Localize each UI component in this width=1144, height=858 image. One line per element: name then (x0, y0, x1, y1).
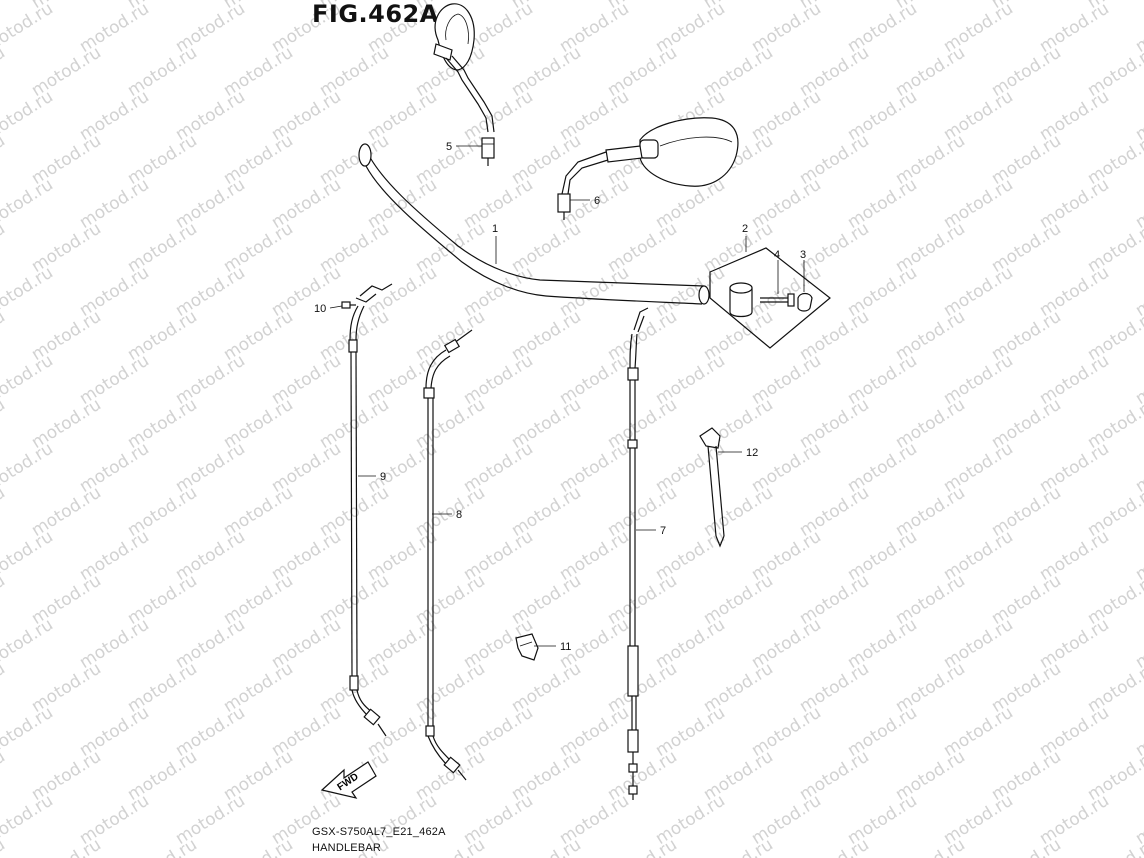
figure-title: FIG.462A (312, 0, 439, 28)
callout-2: 2 (742, 223, 748, 235)
callout-5: 5 (446, 141, 452, 153)
leader-lines (329, 145, 805, 647)
screw-part-10[interactable] (341, 301, 356, 309)
handlebar[interactable] (358, 143, 710, 305)
left-mirror[interactable] (433, 3, 495, 166)
right-mirror[interactable] (557, 117, 739, 220)
callout-4: 4 (774, 249, 780, 261)
callout-12: 12 (746, 447, 758, 459)
cable-tie-part-12[interactable] (699, 427, 725, 548)
callout-8: 8 (456, 509, 462, 521)
section-name: HANDLEBAR (312, 842, 382, 854)
fwd-arrow: FWD (320, 761, 377, 799)
callout-3: 3 (800, 249, 806, 261)
model-code: GSX-S750AL7_E21_462A (312, 826, 446, 838)
callout-7: 7 (660, 525, 666, 537)
callout-labels: 1 2 3 4 5 6 7 8 9 10 11 12 (314, 141, 806, 653)
callout-11: 11 (560, 641, 571, 653)
clamp-part-11[interactable] (515, 633, 539, 661)
cable-part-8[interactable] (423, 329, 473, 781)
callout-6: 6 (594, 195, 600, 207)
cable-part-9[interactable] (348, 283, 393, 737)
cable-part-7[interactable] (627, 307, 649, 800)
callout-10: 10 (314, 303, 326, 315)
callout-9: 9 (380, 471, 386, 483)
callout-1: 1 (492, 223, 498, 235)
balancer-assembly[interactable] (709, 247, 831, 349)
